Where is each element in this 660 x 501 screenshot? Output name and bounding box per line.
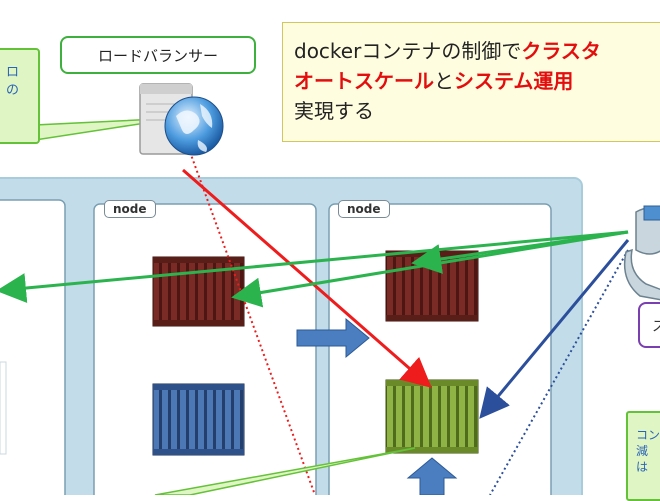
message-line-2: オートスケールとシステム運用: [294, 66, 660, 96]
left-callout-line1: ロ: [6, 65, 20, 80]
message-line2-mid: と: [434, 69, 454, 93]
move-arrow-right: [296, 317, 370, 359]
server-globe-icon: [139, 83, 224, 156]
message-line1-highlight: クラスタ: [521, 39, 601, 63]
right-callout-line3: は: [636, 460, 649, 474]
container-red-node1: [152, 256, 245, 327]
control-arrows: [0, 230, 629, 308]
docker-controller-icon: [623, 205, 660, 301]
left-callout-line2: の: [6, 83, 20, 98]
container-blue-node1: [152, 383, 245, 456]
traffic-arrow: [182, 168, 432, 388]
right-callout-line2: 減: [636, 444, 649, 458]
deploy-arrow: [479, 239, 630, 419]
cluster-area: [0, 177, 583, 495]
left-callout: ロ の: [0, 48, 40, 144]
message-highlight-autoscale: オートスケール: [294, 69, 434, 93]
right-callout: コン 減 は: [626, 411, 660, 501]
message-line1-prefix: dockerコンテナの制御で: [294, 39, 522, 63]
right-badge: ス: [638, 302, 660, 348]
container-green-node2: [385, 379, 479, 454]
message-highlight-operation: システム運用: [454, 69, 574, 93]
node-label-1: node: [104, 200, 156, 218]
node-label-2: node: [338, 200, 390, 218]
message-box: dockerコンテナの制御でクラスタ オートスケールとシステム運用 実現する: [282, 22, 660, 142]
message-line-1: dockerコンテナの制御でクラスタ: [294, 36, 660, 66]
scale-up-arrow: [406, 457, 458, 495]
right-callout-line1: コン: [636, 428, 660, 442]
load-balancer-text: ロードバランサー: [97, 46, 218, 65]
load-balancer-label: ロードバランサー: [60, 36, 256, 74]
node-box-2: [328, 203, 552, 495]
right-badge-text: ス: [652, 319, 660, 335]
message-line-3: 実現する: [294, 99, 374, 123]
